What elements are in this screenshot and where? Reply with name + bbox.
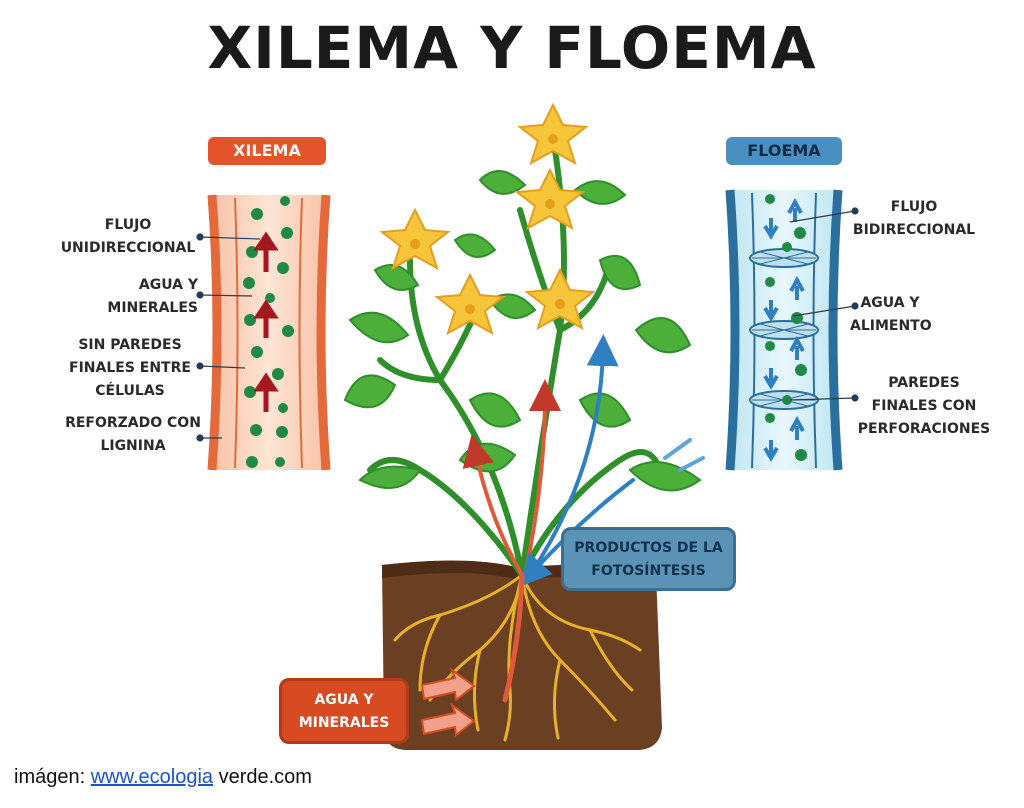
soil-pot xyxy=(382,560,662,750)
water-input-arrows xyxy=(420,667,476,737)
phloem-label-flow: FLUJO BIDIRECCIONAL xyxy=(852,199,976,238)
xylem-label-walls: SIN PAREDES FINALES ENTRE CÉLULAS xyxy=(69,337,191,399)
xylem-tube xyxy=(207,194,331,471)
image-credit: imágen: www.ecologia verde.com xyxy=(14,766,312,789)
plant-leaves xyxy=(343,170,702,492)
xylem-label-lignin: REFORZADO CON LIGNINA xyxy=(65,415,201,454)
phloem-label-food: AGUA Y ALIMENTO xyxy=(850,295,932,334)
xylem-label-water: AGUA Y MINERALES xyxy=(107,277,198,316)
phloem-label-walls: PAREDES FINALES CON PERFORACIONES xyxy=(857,375,991,437)
credit-suffix: verde.com xyxy=(213,766,312,788)
phloem-tube xyxy=(725,189,843,471)
credit-prefix: imágen: xyxy=(14,766,91,788)
water-minerals-box: AGUA Y MINERALES xyxy=(279,678,409,744)
xylem-heading: XILEMA xyxy=(208,137,326,165)
credit-link[interactable]: www.ecologia xyxy=(90,766,214,788)
page-title: XILEMA Y FLOEMA xyxy=(207,14,817,82)
phloem-heading: FLOEMA xyxy=(726,137,842,165)
xylem-label-flow: FLUJO UNIDIRECCIONAL xyxy=(60,217,196,256)
photosynthesis-products-box: PRODUCTOS DE LA FOTOSÍNTESIS xyxy=(561,527,736,591)
